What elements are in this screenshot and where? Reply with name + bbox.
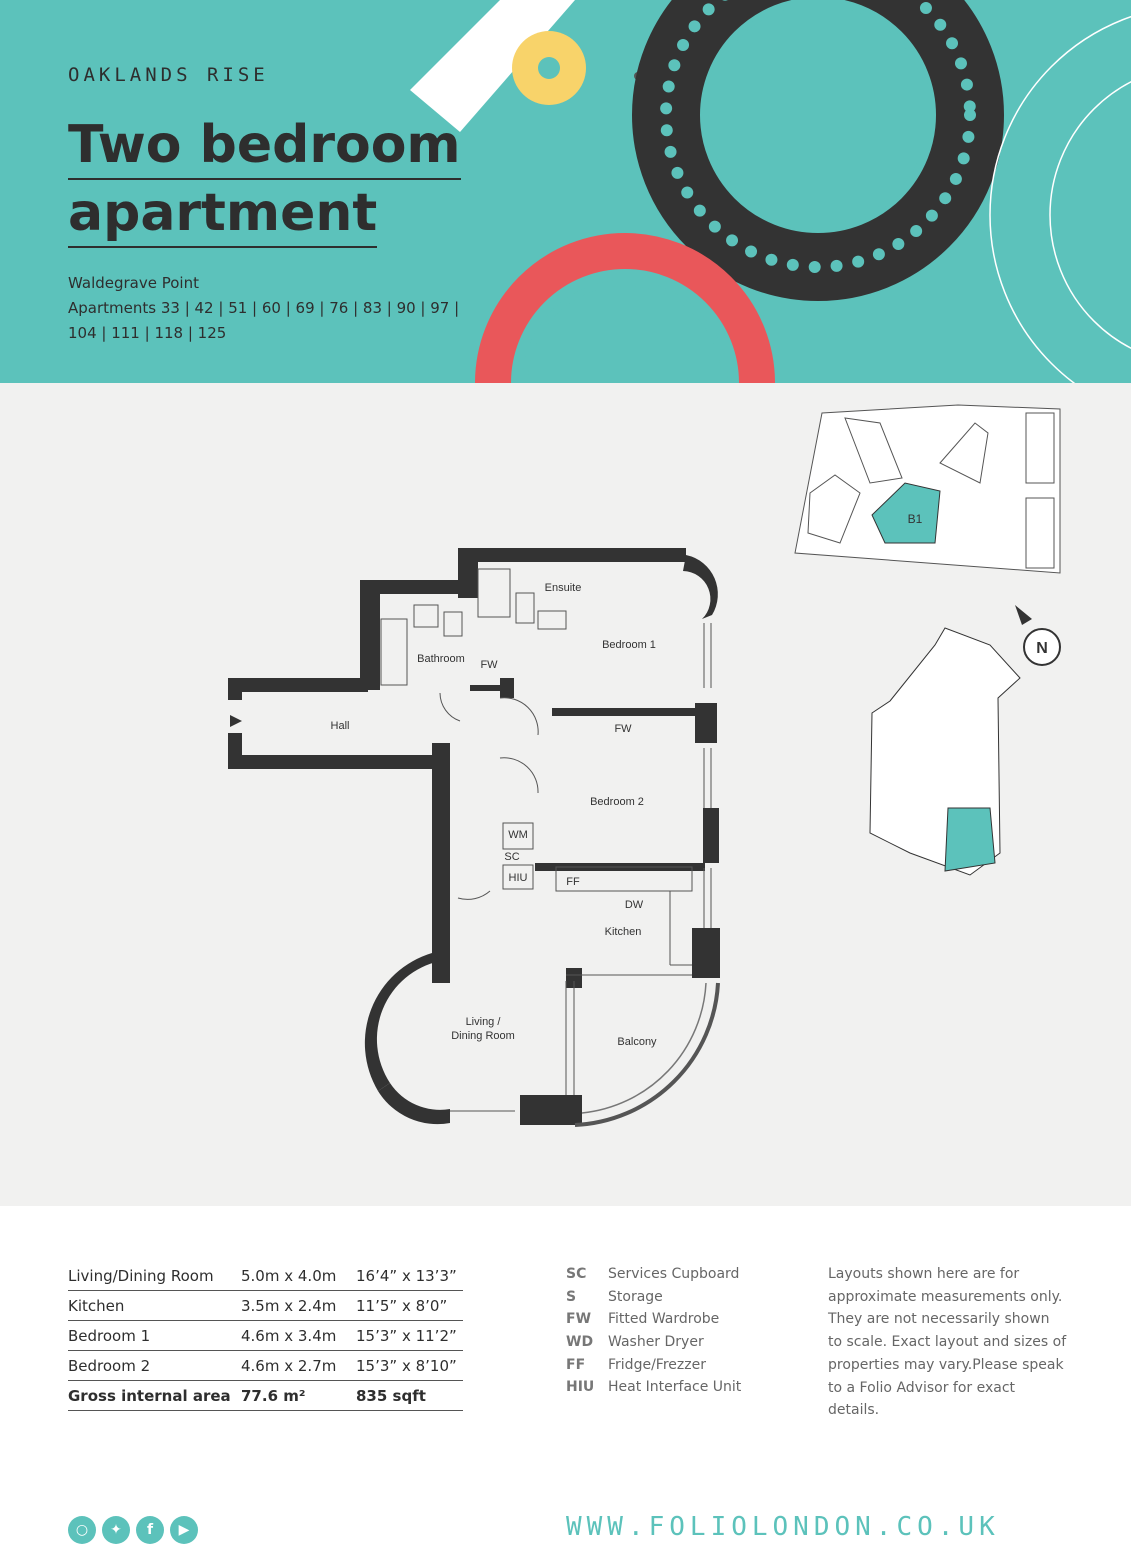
abbreviation-legend: SC Services Cupboard S Storage FW Fitted Wa…	[566, 1266, 741, 1402]
room-metric: 3.5m x 2.4m	[241, 1290, 356, 1321]
room-name: Kitchen	[68, 1290, 241, 1321]
building-info: Waldegrave Point Apartments 33 | 42 | 51…	[68, 271, 459, 346]
page-title: Two bedroom apartment	[68, 112, 461, 248]
legend-abbr: S	[566, 1288, 577, 1305]
title-line-2: apartment	[68, 180, 378, 248]
room-label-bathroom: Bathroom	[417, 653, 465, 665]
apartments-line-2: 104 | 111 | 118 | 125	[68, 324, 227, 342]
hero-banner: OAKLANDS RISE Two bedroom apartment Wald…	[0, 0, 1131, 383]
room-imperial: 15’3” x 11’2”	[356, 1320, 463, 1351]
site-map: B1	[794, 404, 1061, 574]
title-line-1: Two bedroom	[68, 112, 461, 180]
legend-text: Storage	[608, 1288, 663, 1305]
legend-item: FW Fitted Wardrobe	[566, 1311, 741, 1334]
room-metric: 5.0m x 4.0m	[241, 1261, 356, 1291]
room-label-fw-2: FW	[614, 723, 632, 735]
key-plan: N	[869, 605, 1061, 876]
legend-text: Fitted Wardrobe	[608, 1311, 720, 1328]
building-name: Waldegrave Point	[68, 274, 199, 292]
room-label-ensuite: Ensuite	[545, 582, 582, 594]
floor-plan: Ensuite Bedroom 1 Bathroom FW Hall FW Be…	[228, 404, 1061, 1127]
room-name: Bedroom 2	[68, 1350, 241, 1381]
room-metric: 4.6m x 3.4m	[241, 1320, 356, 1351]
development-name: OAKLANDS RISE	[68, 64, 269, 86]
legend-abbr: SC	[566, 1266, 587, 1282]
youtube-icon[interactable]: ▶	[170, 1516, 198, 1544]
total-metric: 77.6 m²	[241, 1380, 356, 1411]
apartments-line-1: Apartments 33 | 42 | 51 | 60 | 69 | 76 |…	[68, 299, 460, 317]
legend-item: SC Services Cupboard	[566, 1266, 741, 1289]
legend-item: WD Washer Dryer	[566, 1334, 741, 1357]
room-label-bedroom-2: Bedroom 2	[590, 796, 644, 808]
legend-text: Heat Interface Unit	[608, 1379, 742, 1396]
table-row: Kitchen 3.5m x 2.4m 11’5” x 8’0”	[68, 1290, 463, 1321]
room-label-wm: WM	[508, 829, 528, 841]
room-name: Bedroom 1	[68, 1320, 241, 1351]
room-label-hall: Hall	[331, 720, 350, 732]
table-row: Bedroom 1 4.6m x 3.4m 15’3” x 11’2”	[68, 1320, 463, 1351]
legend-abbr: FF	[566, 1356, 586, 1373]
room-label-dw: DW	[625, 899, 644, 911]
room-label-fw-1: FW	[480, 659, 498, 671]
legend-text: Services Cupboard	[608, 1266, 740, 1282]
disclaimer-note: Layouts shown here are for approximate m…	[828, 1266, 1067, 1419]
room-label-bedroom-1: Bedroom 1	[602, 639, 656, 651]
legend-item: HIU Heat Interface Unit	[566, 1379, 741, 1402]
room-imperial: 11’5” x 8’0”	[356, 1290, 463, 1321]
room-label-sc: SC	[504, 851, 519, 863]
room-label-ff: FF	[566, 876, 580, 888]
decorative-graphic	[410, 0, 1131, 383]
table-row: Living/Dining Room 5.0m x 4.0m 16’4” x 1…	[68, 1261, 463, 1291]
room-label-living-2: Dining Room	[451, 1030, 515, 1042]
legend-item: S Storage	[566, 1289, 741, 1312]
legend-abbr: HIU	[566, 1379, 595, 1396]
room-label-balcony: Balcony	[617, 1036, 657, 1048]
legend-item: FF Fridge/Frezzer	[566, 1357, 741, 1380]
twitter-icon[interactable]: ✦	[102, 1516, 130, 1544]
room-label-hiu: HIU	[509, 872, 528, 884]
room-name: Living/Dining Room	[68, 1261, 241, 1291]
north-label: N	[1036, 640, 1048, 657]
room-label-kitchen: Kitchen	[605, 926, 642, 938]
north-arrow-icon	[1015, 605, 1032, 625]
room-imperial: 16’4” x 13’3”	[356, 1261, 463, 1291]
room-metric: 4.6m x 2.7m	[241, 1350, 356, 1381]
instagram-icon[interactable]: ○	[68, 1516, 96, 1544]
room-label-living-1: Living /	[466, 1016, 502, 1028]
room-imperial: 15’3” x 8’10”	[356, 1350, 463, 1381]
legend-text: Fridge/Frezzer	[608, 1356, 706, 1373]
area-schedule: Living/Dining Room 5.0m x 4.0m 16’4” x 1…	[68, 1261, 463, 1411]
total-row: Gross internal area 77.6 m² 835 sqft	[68, 1380, 463, 1411]
table-row: Bedroom 2 4.6m x 2.7m 15’3” x 8’10”	[68, 1350, 463, 1381]
site-block-label: B1	[908, 512, 923, 526]
total-imperial: 835 sqft	[356, 1380, 463, 1411]
legend-abbr: FW	[566, 1311, 592, 1328]
social-links: ○ ✦ f ▶	[68, 1516, 198, 1544]
facebook-icon[interactable]: f	[136, 1516, 164, 1544]
website-link[interactable]: WWW.FOLIOLONDON.CO.UK	[566, 1512, 1000, 1542]
legend-abbr: WD	[566, 1334, 594, 1351]
legend-text: Washer Dryer	[608, 1334, 704, 1351]
floor-plan-area: Ensuite Bedroom 1 Bathroom FW Hall FW Be…	[0, 383, 1131, 1206]
total-label: Gross internal area	[68, 1380, 241, 1411]
